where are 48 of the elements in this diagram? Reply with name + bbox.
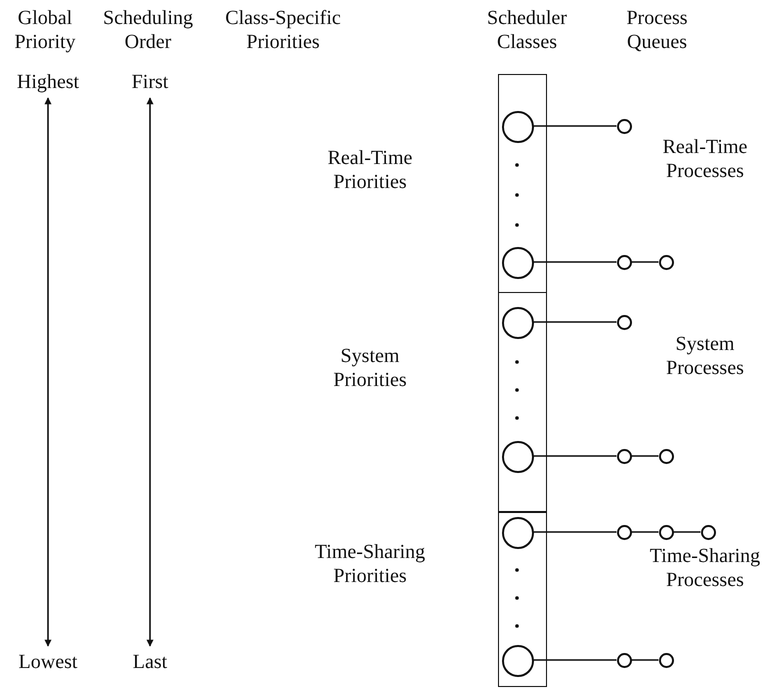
scale-label: Highest [8, 70, 88, 94]
process-circle [700, 524, 716, 540]
class-priority-circle [502, 517, 534, 549]
column-header: Scheduler Classes [486, 6, 568, 54]
process-circle [616, 118, 632, 134]
group-label: Real-Time Priorities [326, 146, 414, 194]
queue-link [533, 261, 616, 263]
scheduler-class-box [498, 74, 547, 293]
group-label: System Priorities [332, 344, 408, 392]
class-priority-circle [502, 111, 534, 143]
scale-label: First [110, 70, 190, 94]
queue-link [632, 531, 658, 533]
column-header: Global Priority [13, 6, 77, 54]
process-circle [658, 524, 674, 540]
group-label: Real-Time Processes [662, 135, 748, 183]
scheduler-class-box [498, 292, 547, 512]
column-header: Scheduling Order [102, 6, 194, 54]
group-label: Time-Sharing Priorities [314, 540, 426, 588]
process-circle [616, 652, 632, 668]
queue-link [632, 261, 658, 263]
class-priority-circle [502, 307, 534, 339]
class-priority-circle [502, 247, 534, 279]
process-circle [616, 254, 632, 270]
process-circle [658, 254, 674, 270]
process-circle [616, 448, 632, 464]
class-priority-circle [502, 441, 534, 473]
process-circle [658, 652, 674, 668]
scale-label: Lowest [8, 650, 88, 674]
double-headed-arrow [44, 97, 52, 647]
double-headed-arrow [146, 97, 154, 647]
column-header: Class-Specific Priorities [224, 6, 342, 54]
group-label: System Processes [665, 332, 745, 380]
process-circle [616, 524, 632, 540]
queue-link [533, 321, 616, 323]
process-circle [616, 314, 632, 330]
queue-link [533, 531, 616, 533]
group-label: Time-Sharing Processes [648, 544, 762, 592]
class-priority-circle [502, 645, 534, 677]
queue-link [533, 125, 616, 127]
scale-label: Last [110, 650, 190, 674]
queue-link [674, 531, 700, 533]
queue-link [632, 455, 658, 457]
column-header: Process Queues [625, 6, 689, 54]
scheduler-class-box [498, 512, 547, 687]
process-circle [658, 448, 674, 464]
queue-link [533, 455, 616, 457]
queue-link [632, 659, 658, 661]
queue-link [533, 659, 616, 661]
